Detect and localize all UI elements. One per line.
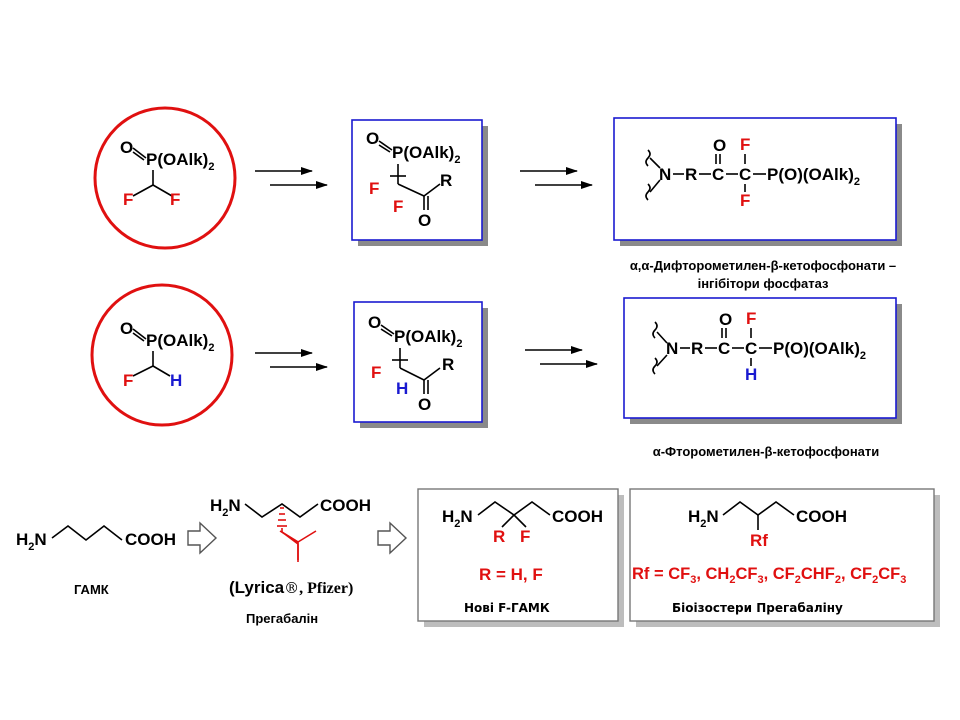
row1-arrows-b (520, 167, 593, 189)
caption-difluoro-line2: інгібітори фосфатаз (698, 276, 829, 291)
carboxyl-group: COOH (552, 507, 603, 526)
hollow-arrow-1 (187, 521, 218, 555)
caption-pregabalin: Прегабалін (246, 611, 318, 626)
wavy-bond-top (645, 149, 651, 167)
r-group: R (691, 339, 703, 358)
nitrogen-label: N (659, 165, 671, 184)
lyrica-structure: H2N COOH (Lyrica®, Pfizer) Прегабалін (210, 496, 371, 626)
wavy-bond-bottom (652, 357, 658, 375)
row2-product-box: N R C O C F H P(O)(OAlk)2 (623, 297, 902, 424)
hollow-arrow-2 (377, 521, 408, 555)
carbonyl-oxygen: O (713, 136, 726, 155)
r-group: R (442, 355, 454, 374)
amino-group: H2N (210, 496, 241, 519)
hydrogen-label: H (170, 371, 182, 390)
caption-bioisosteres: Біоізостери Прегабаліну (672, 601, 843, 615)
wavy-bond-bottom (645, 183, 651, 201)
new-fgaba-box: H2N COOH R F R = H, F Нові F-ГАМК (417, 488, 624, 627)
phosphonate-group: P(OAlk)2 (146, 331, 214, 354)
reagent-highlight-circle (93, 106, 237, 250)
row2-arrows-a (255, 349, 328, 371)
bioisosteres-box: H2N COOH Rf Rf = CF3, CH2CF3, CF2CHF2, C… (629, 488, 940, 627)
caption-new-fgaba: Нові F-ГАМК (464, 601, 550, 615)
fluorine-bottom: F (740, 191, 750, 210)
phosphonate-group: P(OAlk)2 (394, 327, 462, 350)
carbon-carbonyl: C (712, 165, 724, 184)
fluorine-top: F (740, 135, 750, 154)
hashed-stereo-bond (277, 507, 287, 527)
r-definition: R = H, F (479, 565, 543, 584)
phosphonate-group: P(O)(OAlk)2 (773, 339, 866, 362)
row2-reagent: O P(OAlk)2 F H (90, 283, 234, 427)
oxygen-label: O (120, 138, 133, 157)
phosphonate-group: P(OAlk)2 (392, 143, 460, 166)
fluorine-1: F (369, 179, 379, 198)
reagent-highlight-circle (90, 283, 234, 427)
rf-definition: Rf = CF3, CH2CF3, CF2CHF2, CF2CF3 (632, 565, 906, 586)
carbon-cfh: C (745, 339, 757, 358)
amino-group: H2N (442, 507, 473, 530)
row1-product-box: N R C O C F F P(O)(OAlk)2 (613, 117, 902, 246)
carbonyl-oxygen: O (719, 310, 732, 329)
hydrogen-label: H (396, 379, 408, 398)
oxygen-label: O (368, 313, 381, 332)
r-group: R (685, 165, 697, 184)
fluorine-right: F (170, 190, 180, 209)
fluorine-2: F (393, 197, 403, 216)
lyrica-brand: (Lyrica®, Pfizer) (229, 578, 353, 597)
row2-intermediate-box: O P(OAlk)2 F H R O (353, 301, 488, 428)
carbonyl-oxygen: O (418, 395, 431, 414)
fluorine-left: F (123, 190, 133, 209)
carboxyl-group: COOH (796, 507, 847, 526)
row1-intermediate-box: O P(OAlk)2 F F R O (351, 119, 488, 246)
carbonyl-oxygen: O (418, 211, 431, 230)
fluorine-label: F (123, 371, 133, 390)
fluorine-top: F (746, 309, 756, 328)
caption-monofluoro: α-Фторометилен-β-кетофосфонати (653, 444, 880, 459)
phosphonate-group: P(O)(OAlk)2 (767, 165, 860, 188)
oxygen-label: O (366, 129, 379, 148)
r-group: R (493, 527, 505, 546)
row1-arrows-a (255, 167, 328, 189)
carbon-cf2: C (739, 165, 751, 184)
fluorine-label: F (520, 527, 530, 546)
phosphonate-group: P(OAlk)2 (146, 150, 214, 173)
gaba-structure: H2N COOH ГАМК (16, 524, 176, 597)
carboxyl-group: COOH (125, 530, 176, 549)
carbon-carbonyl: C (718, 339, 730, 358)
amino-group: H2N (688, 507, 719, 530)
fluorine-label: F (371, 363, 381, 382)
row2-arrows-b (525, 346, 598, 368)
caption-difluoro-line1: α,α-Дифторометилен-β-кетофосфонати – (630, 258, 896, 273)
amino-group: H2N (16, 530, 47, 553)
hydrogen-bottom: H (745, 365, 757, 384)
nitrogen-label: N (666, 339, 678, 358)
wavy-bond-top (652, 321, 658, 339)
caption-gaba: ГАМК (74, 582, 109, 597)
row1-reagent: O P(OAlk)2 F F (93, 106, 237, 250)
oxygen-label: O (120, 319, 133, 338)
carboxyl-group: COOH (320, 496, 371, 515)
r-group: R (440, 171, 452, 190)
rf-group: Rf (750, 531, 768, 550)
